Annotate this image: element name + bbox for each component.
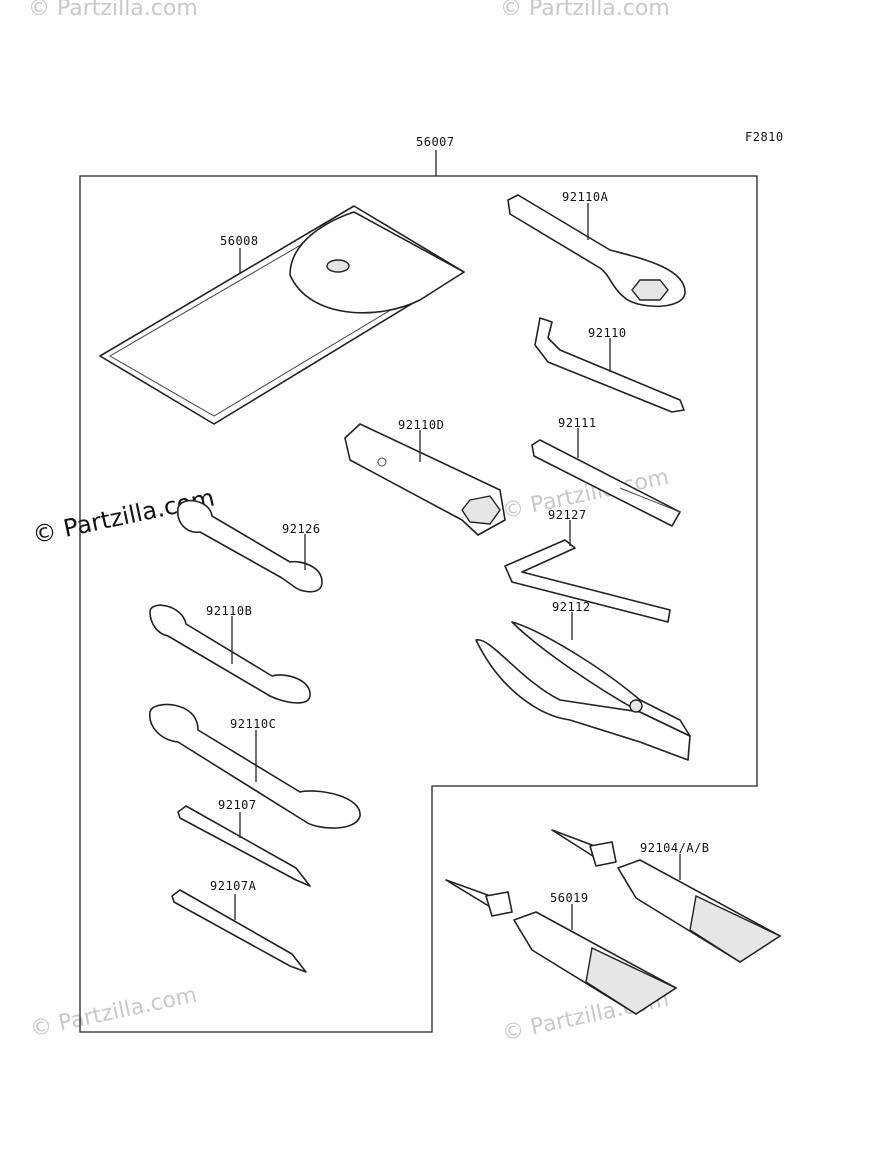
part-label-56007[interactable]: 56007 xyxy=(416,135,455,149)
box-wrench-92110d-drawing xyxy=(344,423,506,536)
part-label-92110a[interactable]: 92110A xyxy=(562,190,609,204)
part-label-92126[interactable]: 92126 xyxy=(282,522,321,536)
wrench-92110c-drawing xyxy=(149,703,361,829)
part-label-92111[interactable]: 92111 xyxy=(558,416,597,430)
part-label-92104[interactable]: 92104/A/B xyxy=(640,841,710,855)
wrench-92110b-drawing xyxy=(149,604,311,704)
wrench-92126-drawing xyxy=(177,499,323,593)
watermark-top-right: © Partzilla.com xyxy=(500,0,670,21)
pliers-92112-drawing xyxy=(475,612,691,761)
screwdriver-92107-drawing xyxy=(177,805,311,887)
watermark-top-left: © Partzilla.com xyxy=(28,0,198,21)
part-label-92110d[interactable]: 92110D xyxy=(398,418,445,432)
tube-56019-drawing xyxy=(445,879,678,1015)
part-label-56019[interactable]: 56019 xyxy=(550,891,589,905)
tube-92104-drawing xyxy=(551,829,782,963)
part-label-92110[interactable]: 92110 xyxy=(588,326,627,340)
kit-outline xyxy=(79,175,758,1033)
hex-key-92127-drawing xyxy=(504,520,671,623)
part-label-92110b[interactable]: 92110B xyxy=(206,604,253,618)
bar-92111-drawing xyxy=(531,428,681,527)
hook-wrench-92110-drawing xyxy=(534,317,685,413)
pouch-drawing xyxy=(99,205,465,425)
screwdriver-92107a-drawing xyxy=(171,889,307,973)
part-label-92110c[interactable]: 92110C xyxy=(230,717,277,731)
part-label-92127[interactable]: 92127 xyxy=(548,508,587,522)
part-label-92107a[interactable]: 92107A xyxy=(210,879,257,893)
wrench-92110a-drawing xyxy=(507,194,686,308)
part-label-56008[interactable]: 56008 xyxy=(220,234,259,248)
part-label-92107[interactable]: 92107 xyxy=(218,798,257,812)
figure-code: F2810 xyxy=(745,130,784,144)
part-label-92112[interactable]: 92112 xyxy=(552,600,591,614)
